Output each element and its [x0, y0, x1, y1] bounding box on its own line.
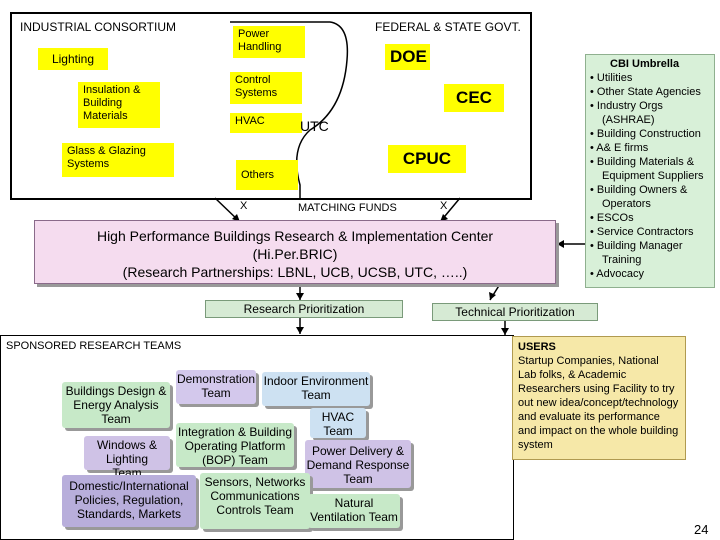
team-power-delivery: Power Delivery & Demand Response Team: [305, 440, 411, 488]
center-line2: (Hi.Per.BRIC): [252, 246, 338, 262]
doe-box: DOE: [385, 44, 430, 70]
users-title: USERS: [518, 341, 556, 353]
insulation-box: Insulation & Building Materials: [78, 82, 160, 128]
glazing-box: Glass & Glazing Systems: [62, 143, 174, 177]
team-windows-lighting: Windows & Lighting Team: [84, 436, 170, 480]
govt-title: FEDERAL & STATE GOVT.: [375, 20, 521, 34]
users-box: USERS Startup Companies, National Lab fo…: [512, 336, 686, 460]
x-left: X: [240, 200, 248, 212]
cbi-item: • Service Contractors: [590, 226, 694, 238]
x-right: X: [440, 200, 448, 212]
team-buildings-design: Buildings Design & Energy Analysis Team: [62, 382, 170, 428]
cbi-item: • ESCOs: [590, 212, 634, 224]
cpuc-box: CPUC: [388, 145, 466, 173]
cbi-item: Training: [602, 254, 642, 266]
team-hvac: HVAC Team: [310, 408, 366, 438]
research-prioritization-tab: Research Prioritization: [205, 300, 403, 318]
cbi-item: • Utilities: [590, 72, 633, 84]
page-number: 24: [694, 522, 709, 537]
others-box: Others: [236, 160, 298, 190]
cbi-item: • Building Construction: [590, 128, 701, 140]
hvac-box: HVAC: [230, 113, 302, 133]
cec-box: CEC: [444, 84, 504, 112]
cbi-umbrella-box: CBI Umbrella • Utilities • Other State A…: [585, 54, 715, 288]
cbi-item: Equipment Suppliers: [602, 170, 704, 182]
lighting-box: Lighting: [38, 48, 108, 70]
cbi-item: • Other State Agencies: [590, 86, 701, 98]
cbi-item: Operators: [602, 198, 651, 210]
users-body: Startup Companies, National Lab folks, &…: [518, 355, 679, 451]
cbi-item: • Building Owners &: [590, 184, 688, 196]
utc-label: UTC: [300, 118, 329, 134]
matching-funds-label: MATCHING FUNDS: [298, 202, 397, 214]
team-integration-bop: Integration & Building Operating Platfor…: [176, 423, 294, 467]
research-center-box: High Performance Buildings Research & Im…: [34, 220, 556, 284]
sponsored-title: SPONSORED RESEARCH TEAMS: [6, 340, 182, 352]
team-policies-standards: Domestic/International Policies, Regulat…: [62, 475, 196, 527]
power-handling-box: Power Handling: [233, 26, 305, 58]
control-systems-box: Control Systems: [230, 72, 302, 104]
center-line3: (Research Partnerships: LBNL, UCB, UCSB,…: [122, 264, 468, 280]
cbi-item: (ASHRAE): [602, 114, 655, 126]
consortium-title: INDUSTRIAL CONSORTIUM: [20, 20, 177, 34]
cbi-title: CBI Umbrella: [610, 58, 680, 70]
team-natural-ventilation: Natural Ventilation Team: [308, 494, 400, 528]
team-sensors-networks: Sensors, Networks Communications Control…: [200, 473, 310, 529]
team-demonstration: Demonstration Team: [176, 370, 256, 404]
team-indoor-environment: Indoor Environment Team: [262, 372, 370, 406]
cbi-item: • Industry Orgs: [590, 100, 663, 112]
center-line1: High Performance Buildings Research & Im…: [96, 228, 494, 244]
cbi-item: • Building Manager: [590, 240, 683, 252]
cbi-list: • Utilities • Other State Agencies • Ind…: [590, 71, 710, 281]
cbi-item: • Building Materials &: [590, 156, 695, 168]
cbi-item: • Advocacy: [590, 268, 644, 280]
technical-prioritization-tab: Technical Prioritization: [432, 303, 598, 321]
cbi-item: • A& E firms: [590, 142, 649, 154]
